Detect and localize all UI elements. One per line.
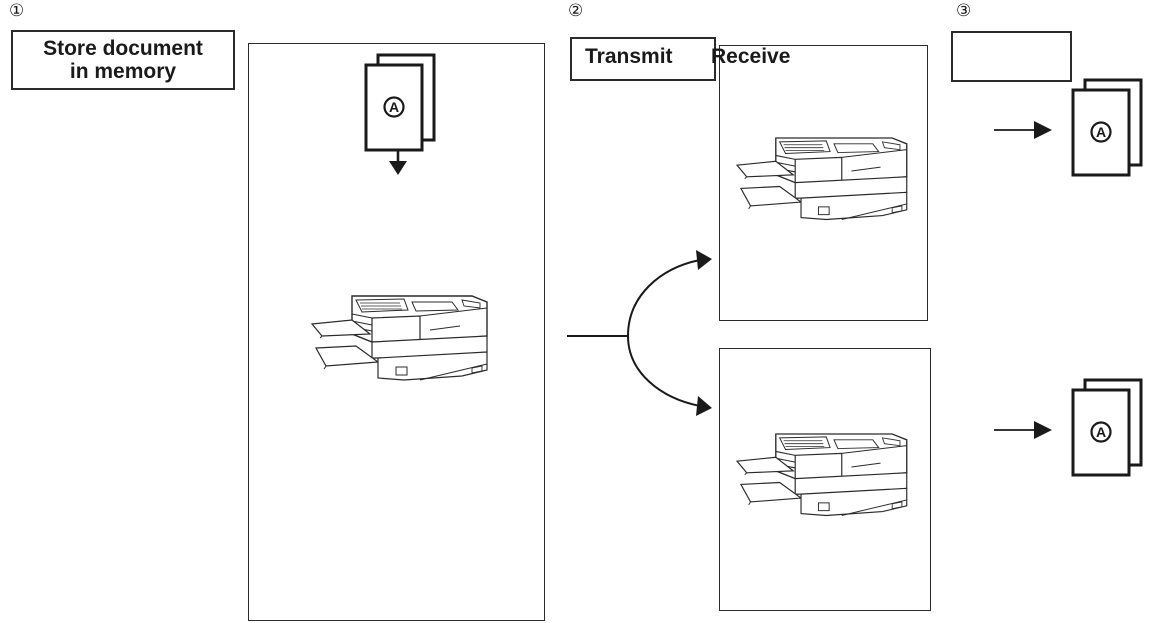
step-1-label-line-2: in memory [69, 60, 177, 83]
branch-arrow-upper-icon [696, 250, 712, 270]
transmit-label: Transmit [585, 45, 673, 68]
fax-machine-icon [311, 295, 488, 381]
down-arrow-icon [389, 150, 407, 175]
step-1-label-box: Store document in memory [11, 30, 235, 90]
step-1-label-line-1: Store document [43, 37, 203, 60]
step-2-number: ② [568, 1, 584, 21]
document-stack-icon [364, 53, 436, 152]
fax-machine-upper-icon [736, 137, 908, 221]
received-document-upper-icon [1071, 78, 1143, 177]
received-document-lower-icon [1071, 378, 1143, 477]
step-3-number: ③ [956, 1, 972, 21]
step-2-label-box [570, 37, 716, 81]
branch-connector [567, 259, 701, 407]
fax-machine-lower-icon [736, 433, 908, 517]
step-3-label-box [951, 31, 1072, 82]
receive-label: Receive [711, 45, 791, 68]
branch-arrow-lower-icon [696, 396, 712, 416]
output-arrow-upper-icon [994, 121, 1052, 139]
output-arrow-lower-icon [994, 421, 1052, 439]
step-1-number: ① [9, 1, 25, 21]
